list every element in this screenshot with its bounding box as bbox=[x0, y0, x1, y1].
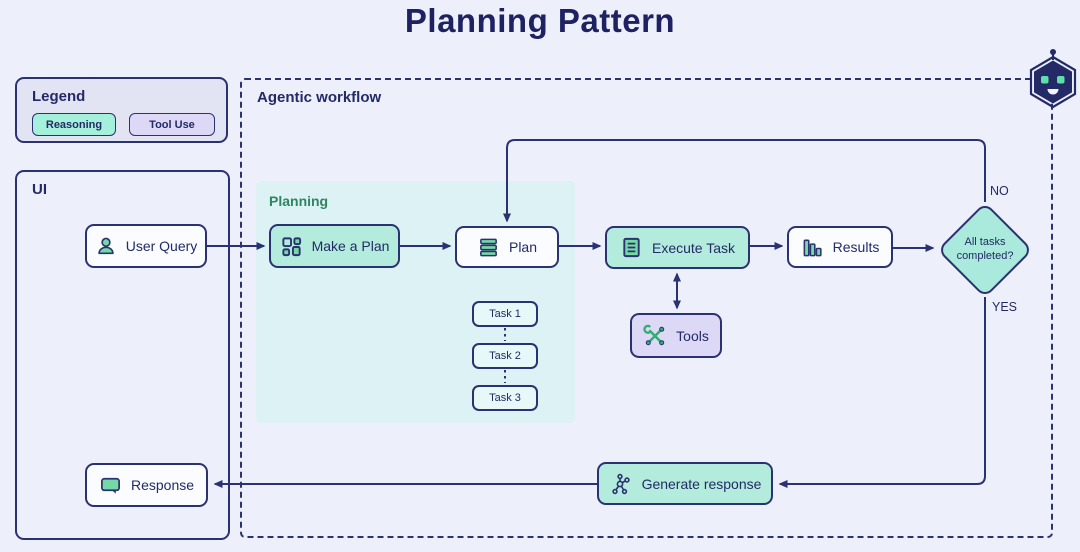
legend-chip-reasoning: Reasoning bbox=[32, 113, 116, 136]
plan-label: Plan bbox=[508, 239, 538, 255]
decision-yes-label: YES bbox=[992, 300, 1018, 314]
tools-node: Tools bbox=[630, 313, 722, 358]
response-node: Response bbox=[85, 463, 208, 507]
make-a-plan-node: Make a Plan bbox=[269, 224, 400, 268]
user-query-node: User Query bbox=[85, 224, 207, 268]
crossed-tools-icon bbox=[643, 324, 665, 345]
tools-label: Tools bbox=[676, 327, 709, 344]
decision-question: All tasks completed? bbox=[956, 236, 1014, 262]
task-2: Task 2 bbox=[472, 343, 538, 369]
planning-group-title: Planning bbox=[269, 193, 329, 209]
legend-chip-tool-use: Tool Use bbox=[129, 113, 215, 136]
task-1: Task 1 bbox=[472, 301, 538, 327]
generate-response-node: Generate response bbox=[597, 462, 773, 505]
generate-response-label: Generate response bbox=[641, 475, 762, 492]
plan-node: Plan bbox=[455, 226, 559, 268]
task-3: Task 3 bbox=[472, 385, 538, 411]
make-a-plan-label: Make a Plan bbox=[311, 238, 390, 254]
ui-panel-title: UI bbox=[32, 181, 47, 198]
ui-panel: UI bbox=[15, 170, 230, 540]
page-title: Planning Pattern bbox=[404, 2, 676, 39]
grid-blocks-icon bbox=[281, 236, 301, 256]
person-icon bbox=[98, 237, 114, 255]
stacked-list-icon bbox=[480, 238, 497, 256]
response-label: Response bbox=[130, 477, 195, 493]
user-query-label: User Query bbox=[125, 238, 198, 254]
legend-title: Legend bbox=[32, 88, 86, 105]
agentic-workflow-panel: Agentic workflow bbox=[240, 78, 1053, 538]
results-node: Results bbox=[787, 226, 893, 268]
legend-panel: Legend Reasoning Tool Use bbox=[15, 77, 228, 143]
bar-chart-icon bbox=[803, 239, 822, 256]
network-nodes-icon bbox=[611, 473, 630, 494]
decision-no-label: NO bbox=[990, 184, 1009, 198]
document-lines-icon bbox=[623, 237, 640, 258]
execute-task-node: Execute Task bbox=[605, 226, 750, 269]
execute-task-label: Execute Task bbox=[651, 239, 735, 256]
legend-chips: Reasoning Tool Use bbox=[32, 113, 215, 136]
robot-icon bbox=[1029, 49, 1077, 108]
speech-bubble-icon bbox=[100, 477, 120, 494]
agentic-workflow-title: Agentic workflow bbox=[257, 89, 382, 106]
results-label: Results bbox=[832, 239, 880, 255]
